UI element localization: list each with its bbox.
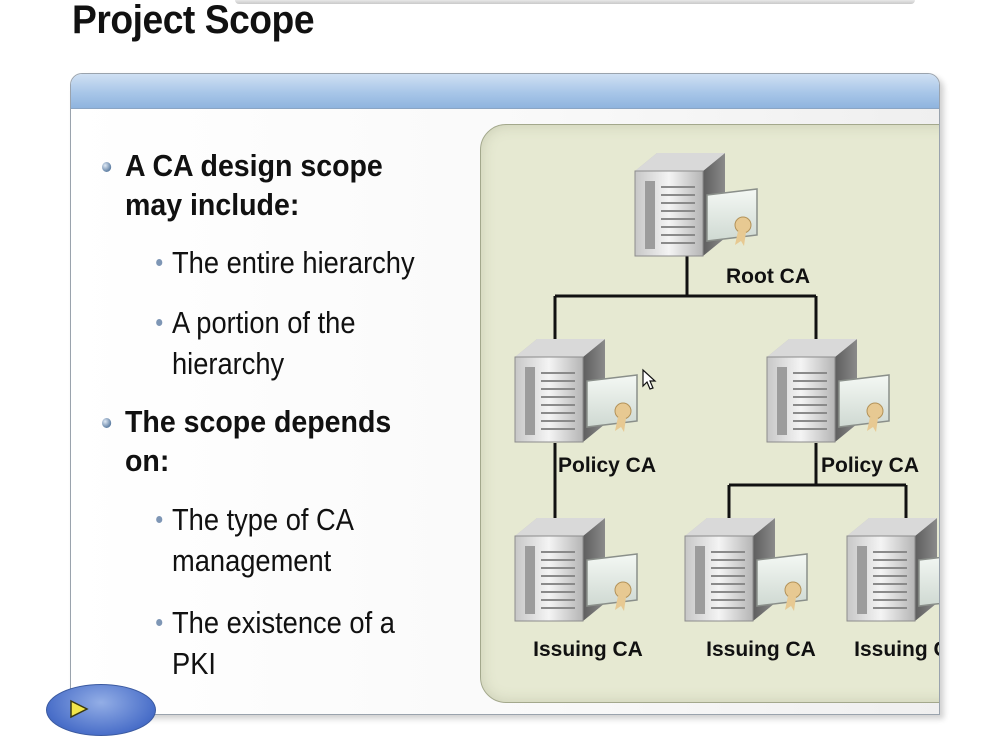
issuing-ca-label: Issuing CA — [533, 638, 643, 661]
sub-bullet-item: The type of CA management — [156, 499, 445, 581]
issuing-ca-label: Issuing CA — [706, 638, 816, 661]
bullet-text: The scope depends on: — [125, 404, 392, 478]
issuing-ca-server-icon — [684, 517, 808, 622]
root-ca-label: Root CA — [726, 265, 810, 288]
hierarchy-svg: Root CA Policy CA Policy CA Issuing CA I… — [514, 152, 940, 661]
sub-bullet-item: A portion of the hierarchy — [156, 302, 445, 384]
policy-ca-server-icon — [766, 338, 890, 443]
bullet-list: A CA design scope may include: The entir… — [71, 74, 491, 714]
play-triangle-icon — [70, 699, 89, 719]
panel-header-band — [71, 74, 939, 109]
issuing-ca-server-icon — [846, 517, 939, 622]
root-ca-server-icon — [634, 152, 758, 257]
bullet-text: A CA design scope may include: — [125, 148, 383, 222]
policy-ca-label: Policy CA — [821, 454, 919, 477]
sub-bullet-item: The entire hierarchy — [156, 242, 445, 283]
bullet-dot-icon — [102, 162, 112, 172]
sub-bullet-text: A portion of the hierarchy — [172, 305, 356, 381]
play-button[interactable] — [46, 684, 156, 736]
issuing-ca-label: Issuing CA — [854, 638, 940, 661]
sub-bullet-item: The existence of a PKI — [156, 602, 445, 684]
bullet-item: A CA design scope may include: — [102, 146, 429, 224]
policy-ca-server-icon — [514, 338, 638, 443]
issuing-ca-server-icon — [514, 517, 638, 622]
sub-bullet-dot-icon — [156, 319, 163, 326]
bullet-item: The scope depends on: — [102, 402, 429, 480]
page-title: Project Scope — [72, 0, 315, 42]
content-panel: A CA design scope may include: The entir… — [70, 73, 940, 715]
sub-bullet-dot-icon — [156, 259, 163, 266]
ca-hierarchy-diagram: Root CA Policy CA Policy CA Issuing CA I… — [480, 124, 940, 703]
connector-lines — [553, 255, 908, 525]
policy-ca-label: Policy CA — [558, 454, 656, 477]
sub-bullet-dot-icon — [156, 516, 163, 523]
sub-bullet-dot-icon — [156, 619, 163, 626]
sub-bullet-text: The entire hierarchy — [172, 245, 415, 280]
bullet-dot-icon — [102, 418, 112, 428]
sub-bullet-text: The type of CA management — [172, 502, 353, 578]
sub-bullet-text: The existence of a PKI — [172, 605, 395, 681]
mouse-cursor-icon — [642, 368, 657, 390]
top-edge-line — [235, 0, 915, 4]
